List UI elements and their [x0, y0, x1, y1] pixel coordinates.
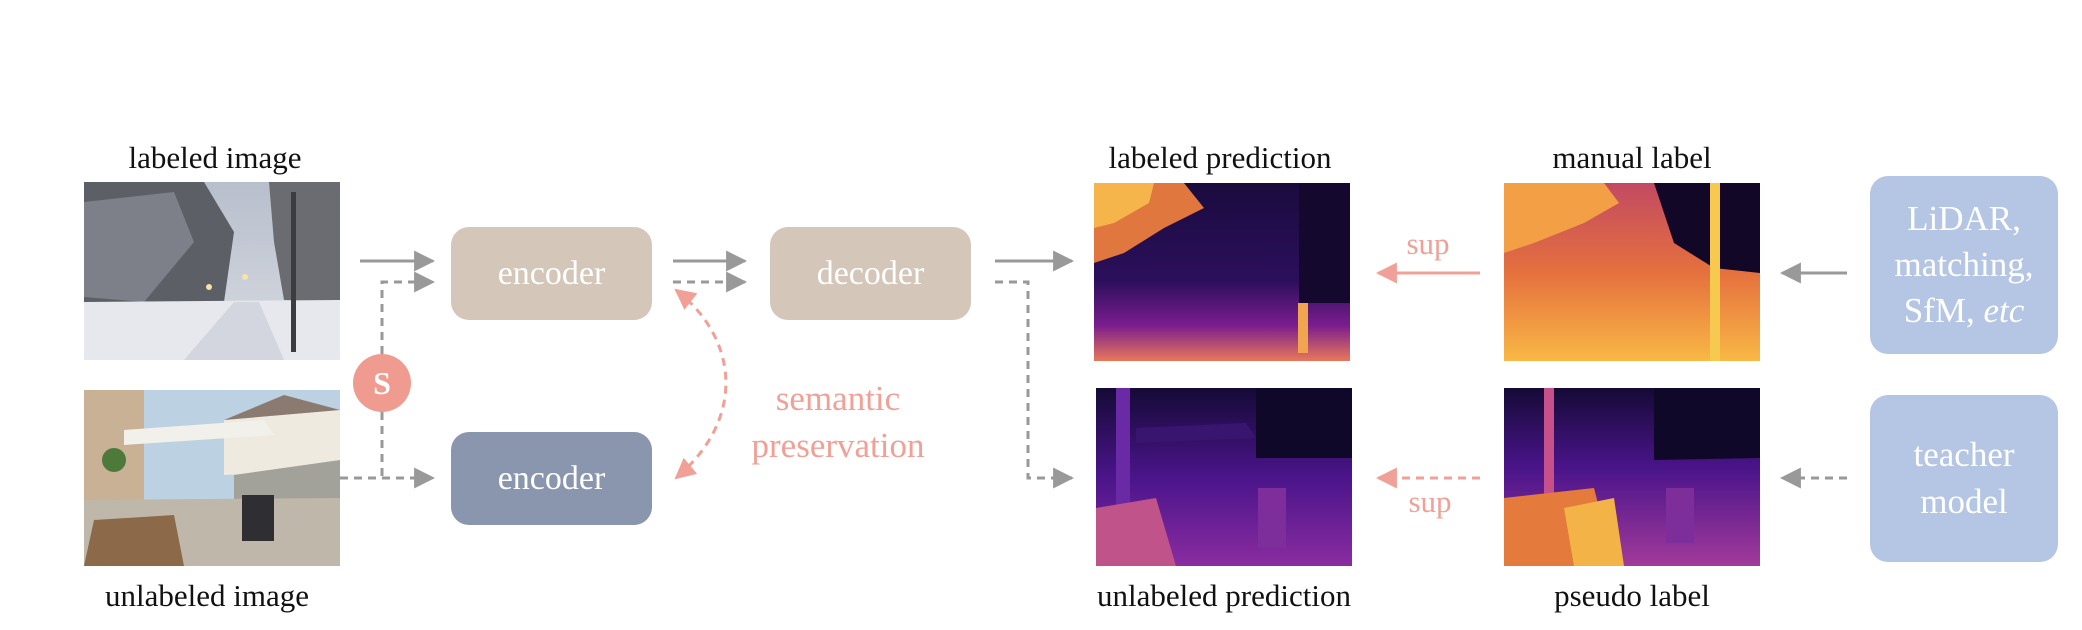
sup-label-top: sup: [1406, 226, 1450, 261]
arrow-decoder-to-unlabeled-pred: [995, 280, 1075, 489]
pseudo-label-title: pseudo label: [1554, 578, 1710, 613]
semantic-line1: semantic: [775, 379, 901, 418]
pseudo-label-map: [1504, 388, 1760, 566]
encoder-top-box: encoder: [451, 227, 652, 320]
arrow-augmented-to-encoder: [380, 271, 436, 354]
semantic-preservation-label: semantic preservation: [752, 376, 925, 470]
lidar-line1: LiDAR,: [1907, 198, 2021, 238]
encoder-bottom-box: encoder: [451, 432, 652, 525]
teacher-line1: teacher: [1913, 435, 2015, 475]
decoder-box: decoder: [770, 227, 971, 320]
teacher-model-box: teacher model: [1870, 395, 2058, 562]
strong-augmentation-badge: S: [353, 354, 411, 412]
unlabeled-image: [84, 390, 340, 566]
semantic-preservation-arrow: [674, 288, 728, 480]
teacher-line2: model: [1920, 481, 2008, 521]
labeled-prediction-label: labeled prediction: [1108, 140, 1332, 175]
lidar-source-box: LiDAR, matching, SfM, etc: [1870, 176, 2058, 354]
unlabeled-prediction-label: unlabeled prediction: [1097, 578, 1351, 613]
sup-label-bottom: sup: [1408, 484, 1452, 519]
lidar-line3: SfM, etc: [1904, 288, 2025, 334]
manual-label-map: [1504, 183, 1760, 361]
labeled-image-label: labeled image: [128, 140, 302, 175]
labeled-image: [84, 182, 340, 360]
unlabeled-image-label: unlabeled image: [105, 578, 309, 613]
lidar-line3-a: SfM,: [1903, 291, 1984, 331]
lidar-line2: matching,: [1894, 244, 2034, 284]
semantic-line2: preservation: [751, 425, 925, 465]
manual-label-title: manual label: [1552, 140, 1712, 175]
unlabeled-prediction-map: [1096, 388, 1352, 566]
lidar-line3-etc: etc: [1983, 291, 2025, 331]
labeled-prediction-map: [1094, 183, 1350, 361]
